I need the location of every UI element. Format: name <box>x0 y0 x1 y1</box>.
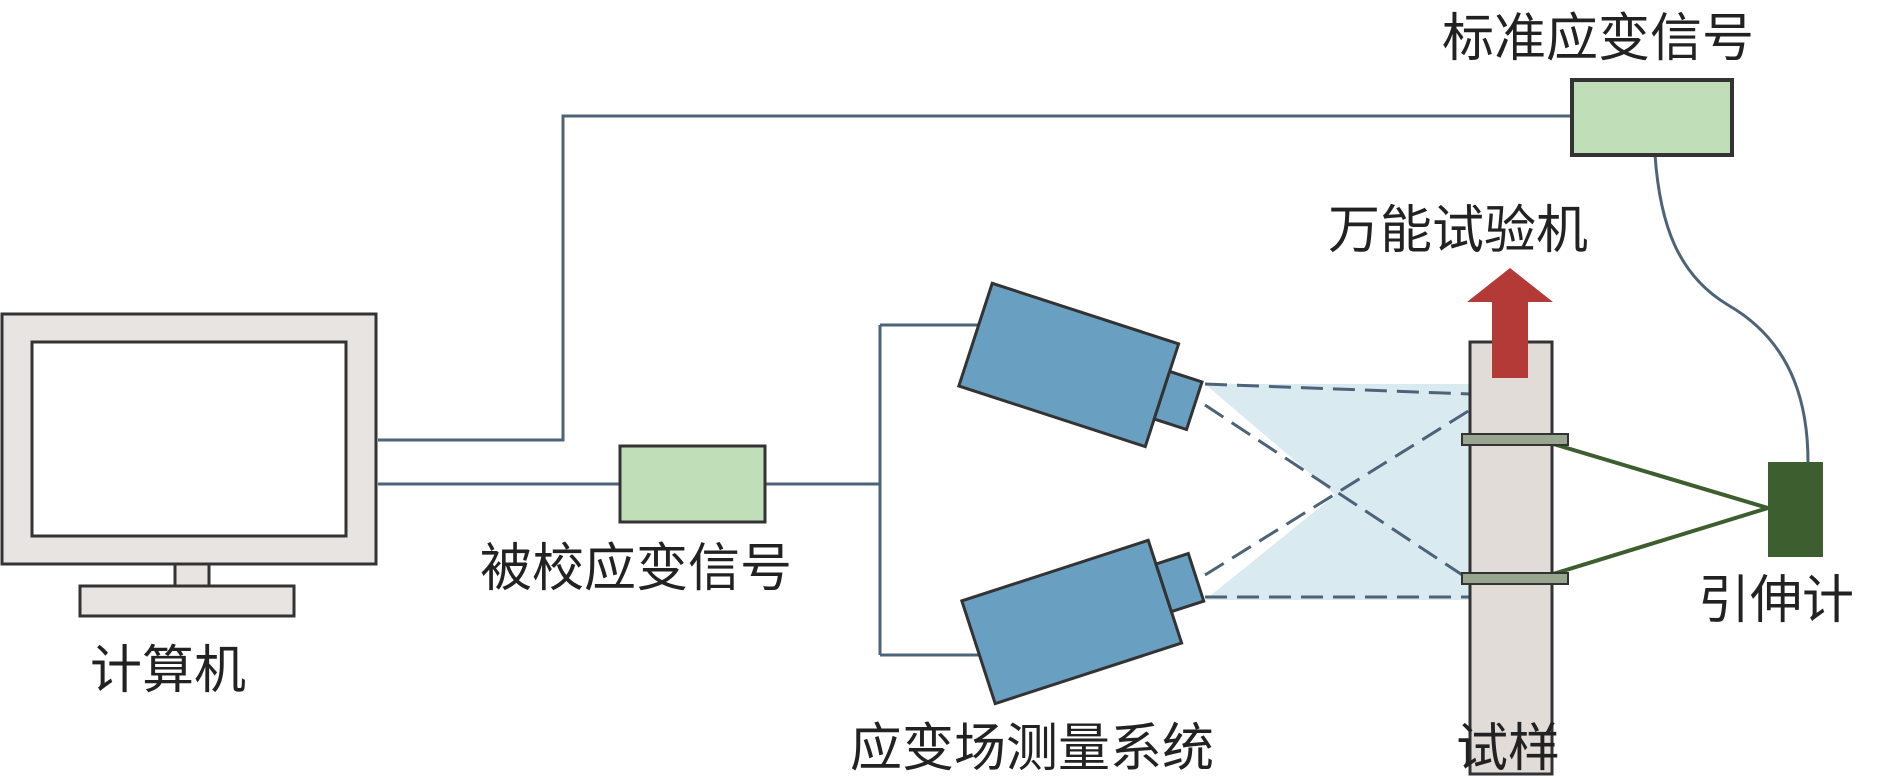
upper-camera-sight-bottom <box>1204 403 1471 582</box>
label-calibrated-signal: 被校应变信号 <box>480 539 792 599</box>
lower-camera-lens <box>1154 551 1206 614</box>
label-standard-signal: 标准应变信号 <box>1442 9 1754 69</box>
camera-sight-lines <box>1204 382 1471 599</box>
extensometer-arm-lower <box>1539 506 1769 580</box>
lower-camera <box>959 538 1206 706</box>
extensometer-body <box>1768 462 1823 557</box>
label-extensometer: 引伸计 <box>1698 571 1854 631</box>
upper-camera-body <box>956 281 1181 449</box>
camera-field-of-view <box>1205 384 1470 600</box>
monitor-neck <box>173 562 211 588</box>
wire-standard-signal-to-extensometer <box>1653 154 1810 463</box>
upper-camera-sight-top <box>1204 382 1471 396</box>
extensometer-arms <box>1539 438 1769 580</box>
computer <box>0 312 378 618</box>
monitor-stand <box>78 584 296 618</box>
monitor-screen <box>30 340 348 538</box>
calibrated-signal-box <box>618 444 767 524</box>
specimen <box>1468 340 1554 776</box>
standard-signal-box <box>1570 78 1734 157</box>
label-strain-field-system: 应变场测量系统 <box>850 719 1214 776</box>
testing-machine-arrow <box>1467 268 1553 378</box>
label-computer: 计算机 <box>90 641 246 701</box>
wires <box>378 114 1810 657</box>
label-specimen: 试样 <box>1456 719 1560 776</box>
lower-camera-sight-top <box>1204 408 1471 577</box>
extensometer-arm-upper <box>1539 438 1769 510</box>
label-testing-machine: 万能试验机 <box>1328 201 1588 261</box>
extensometer-upper-clamp <box>1461 433 1569 446</box>
upper-camera-lens <box>1152 369 1204 432</box>
extensometer-lower-clamp <box>1461 572 1569 585</box>
wire-calibrated-signal-to-cameras <box>765 323 990 657</box>
upper-camera <box>956 281 1204 449</box>
wire-computer-to-standard-signal <box>378 114 1572 442</box>
lower-camera-body <box>959 538 1184 706</box>
